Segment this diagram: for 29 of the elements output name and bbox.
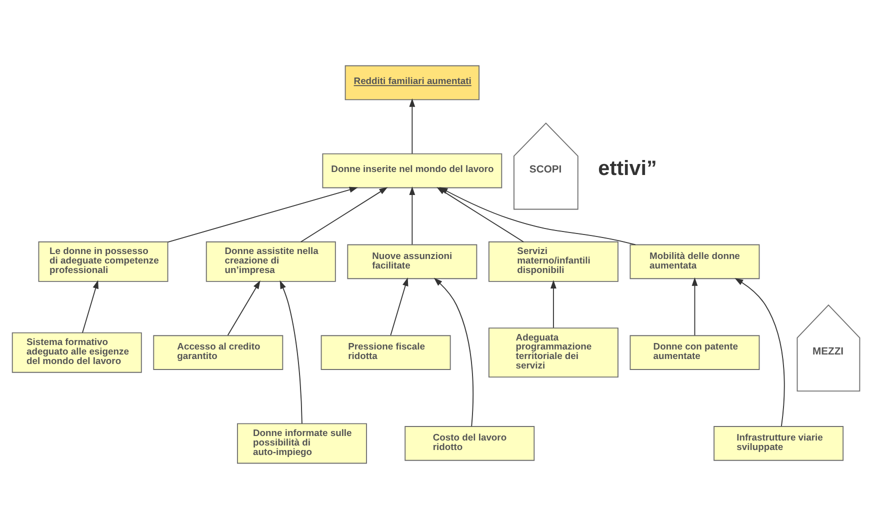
node-box: Sistema formativo adeguato alle esigenze del mondo del lavoro <box>12 332 142 373</box>
arrow <box>734 278 785 427</box>
arrow <box>168 186 358 243</box>
node-box: Servizi materno/infantili disponibili <box>488 241 618 282</box>
node-box: Accesso al credito garantito <box>153 335 284 370</box>
node-box: Donne assistite nella creazione di un’impresa <box>206 241 336 282</box>
label: ettivi” <box>598 157 657 180</box>
node-box: Costo del lavoro ridotto <box>404 426 535 461</box>
node-box: Donne informate sulle possibilità di auto-impiego <box>237 423 367 464</box>
node-box: Donne con patente aumentate <box>630 335 760 370</box>
node-box: Donne inserite nel mondo del lavoro <box>322 153 502 188</box>
node-box: Mobilità delle donne aumentata <box>630 244 760 280</box>
arrow <box>409 186 416 245</box>
arrow <box>692 277 698 336</box>
arrow <box>82 280 98 334</box>
node-box: Nuove assunzioni facilitate <box>347 244 478 280</box>
arrow <box>409 98 416 154</box>
arrow <box>280 280 302 424</box>
arrow <box>390 277 408 336</box>
node-box: Le donne in possesso di adeguate competenze professionali <box>38 241 168 282</box>
node-box: Adeguata programmazione territoriale dei servizi <box>488 328 618 378</box>
arrow <box>439 187 636 246</box>
arrow <box>227 280 260 336</box>
node-box: Infrastrutture viarie sviluppate <box>714 426 844 461</box>
node-box: Redditi familiari aumentati <box>344 65 480 100</box>
arrow <box>434 278 474 427</box>
arrow <box>300 187 388 242</box>
node-box: Pressione fiscale ridotta <box>320 335 451 370</box>
arrow <box>550 280 556 328</box>
